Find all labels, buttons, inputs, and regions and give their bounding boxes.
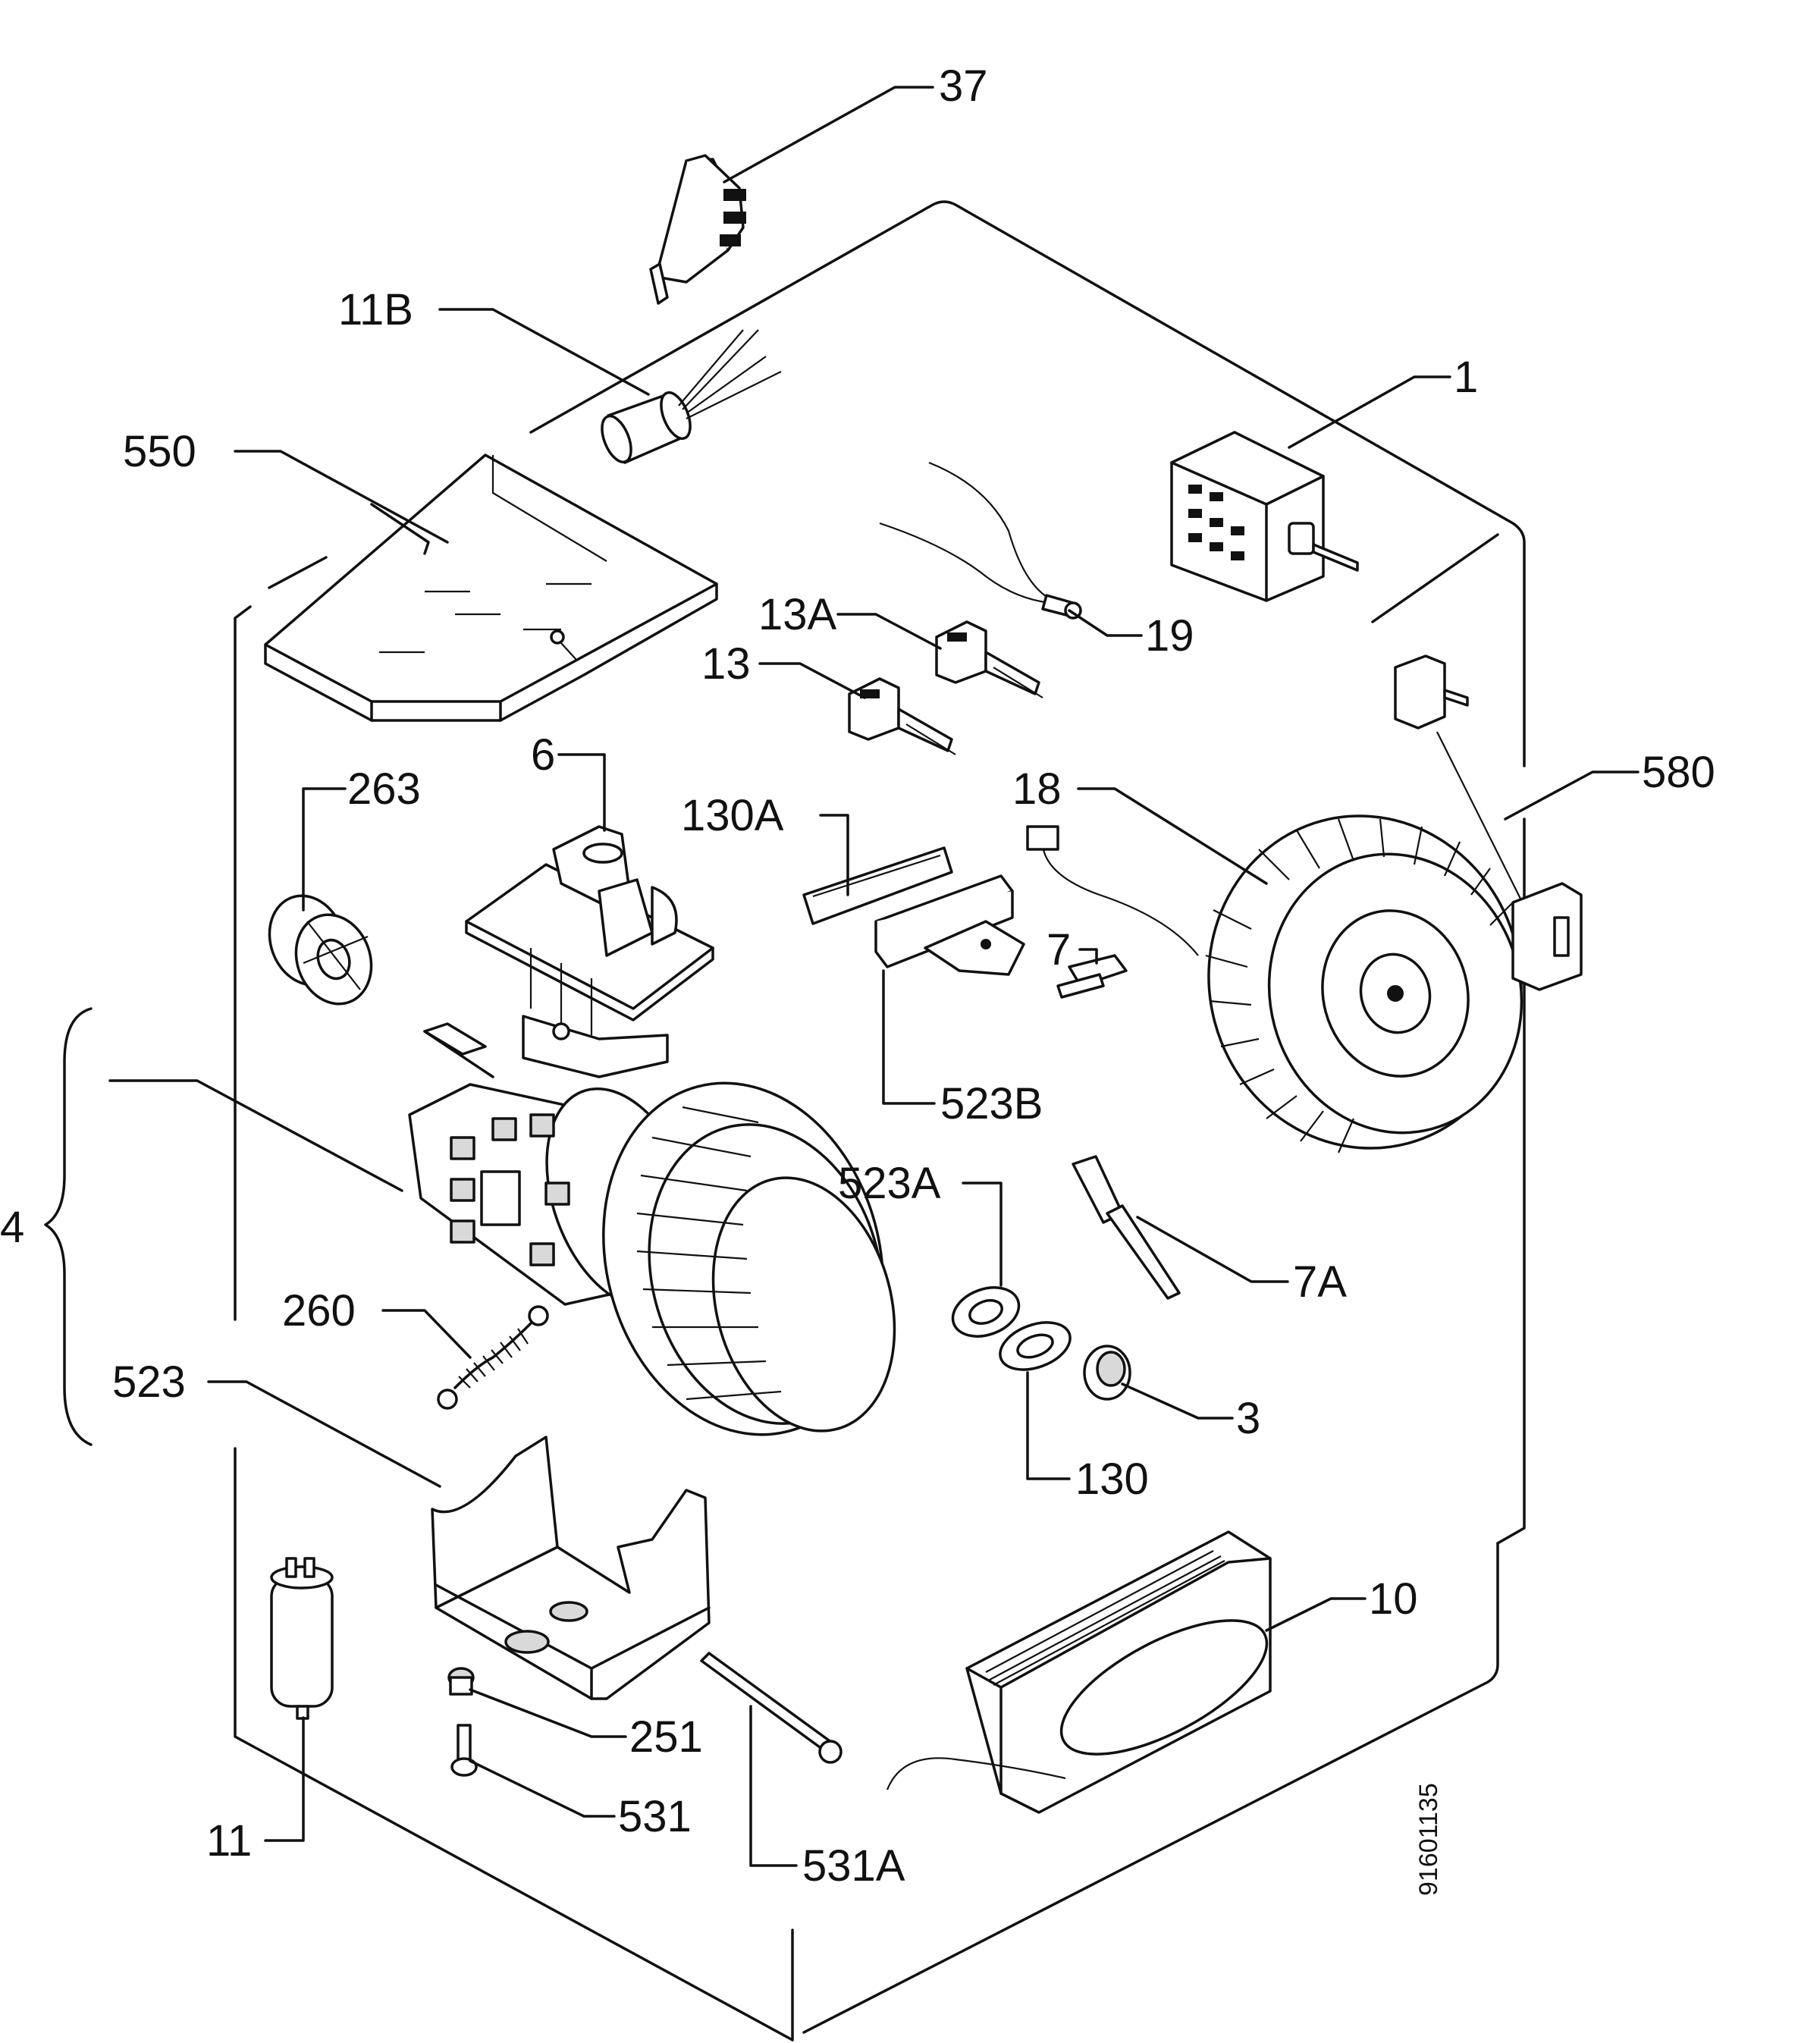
label-37: 37 — [939, 61, 988, 111]
label-531a: 531A — [802, 1841, 905, 1891]
label-531: 531 — [618, 1792, 692, 1841]
part-7a-sensor — [1072, 1155, 1181, 1300]
part-11-capacitor — [270, 1557, 334, 1720]
leader-lines — [108, 86, 1640, 1867]
label-523a: 523A — [838, 1159, 941, 1208]
label-263: 263 — [347, 764, 421, 814]
label-523b: 523B — [940, 1079, 1043, 1128]
label-580: 580 — [1642, 748, 1715, 797]
part-4-motor-assembly — [408, 1022, 896, 1436]
part-531-screw — [450, 1724, 478, 1777]
part-550-cover-panel — [264, 453, 718, 722]
label-130: 130 — [1075, 1455, 1149, 1504]
label-130a: 130A — [681, 791, 784, 840]
label-18: 18 — [1012, 764, 1062, 814]
label-19: 19 — [1145, 611, 1194, 661]
label-11b: 11B — [338, 285, 413, 334]
label-10: 10 — [1369, 1574, 1418, 1624]
label-13a: 13A — [758, 590, 837, 639]
part-130a-gasket — [802, 846, 953, 925]
part-19-thermistor — [879, 461, 1082, 620]
label-6: 6 — [531, 730, 555, 780]
drawing-reference-number: 91601135 — [1414, 1783, 1443, 1896]
part-523-motor-bracket — [431, 1436, 711, 1700]
part-11b-capacitor — [601, 329, 782, 464]
part-263-pulley — [268, 894, 373, 1006]
part-6-pump — [465, 825, 714, 1078]
label-523: 523 — [112, 1357, 186, 1407]
label-260: 260 — [282, 1286, 356, 1335]
part-251-grommet — [447, 1667, 475, 1696]
label-13: 13 — [701, 639, 751, 689]
label-550: 550 — [123, 427, 196, 476]
label-3: 3 — [1236, 1394, 1260, 1443]
label-11: 11 — [206, 1816, 252, 1866]
label-7: 7 — [1046, 925, 1071, 974]
part-13a-connector — [935, 620, 1043, 698]
part-260-spring — [437, 1305, 549, 1410]
callout-labels: 37 11B 1 550 19 13A 13 6 263 130A 18 580… — [0, 61, 1715, 1896]
label-251: 251 — [629, 1712, 703, 1762]
label-4: 4 — [0, 1203, 24, 1252]
part-580-door-lock — [1394, 654, 1583, 991]
group-4-brace — [44, 1007, 93, 1446]
label-1: 1 — [1454, 353, 1478, 402]
part-3-bearing — [1083, 1345, 1131, 1401]
part-10-heating-element — [886, 1530, 1272, 1814]
part-531a-bolt — [700, 1652, 843, 1764]
part-1-timer-switch — [1170, 431, 1359, 602]
part-18-fan-wheel — [1026, 814, 1523, 1153]
cabinet-outline — [234, 200, 1526, 2041]
label-7a: 7A — [1293, 1257, 1347, 1307]
part-7-switch — [1056, 954, 1128, 999]
part-523b-bracket — [874, 874, 1025, 976]
part-523a-bearing-holder — [951, 1286, 1021, 1338]
part-13-connector — [848, 677, 956, 755]
part-130-gasket-ring — [999, 1321, 1072, 1371]
